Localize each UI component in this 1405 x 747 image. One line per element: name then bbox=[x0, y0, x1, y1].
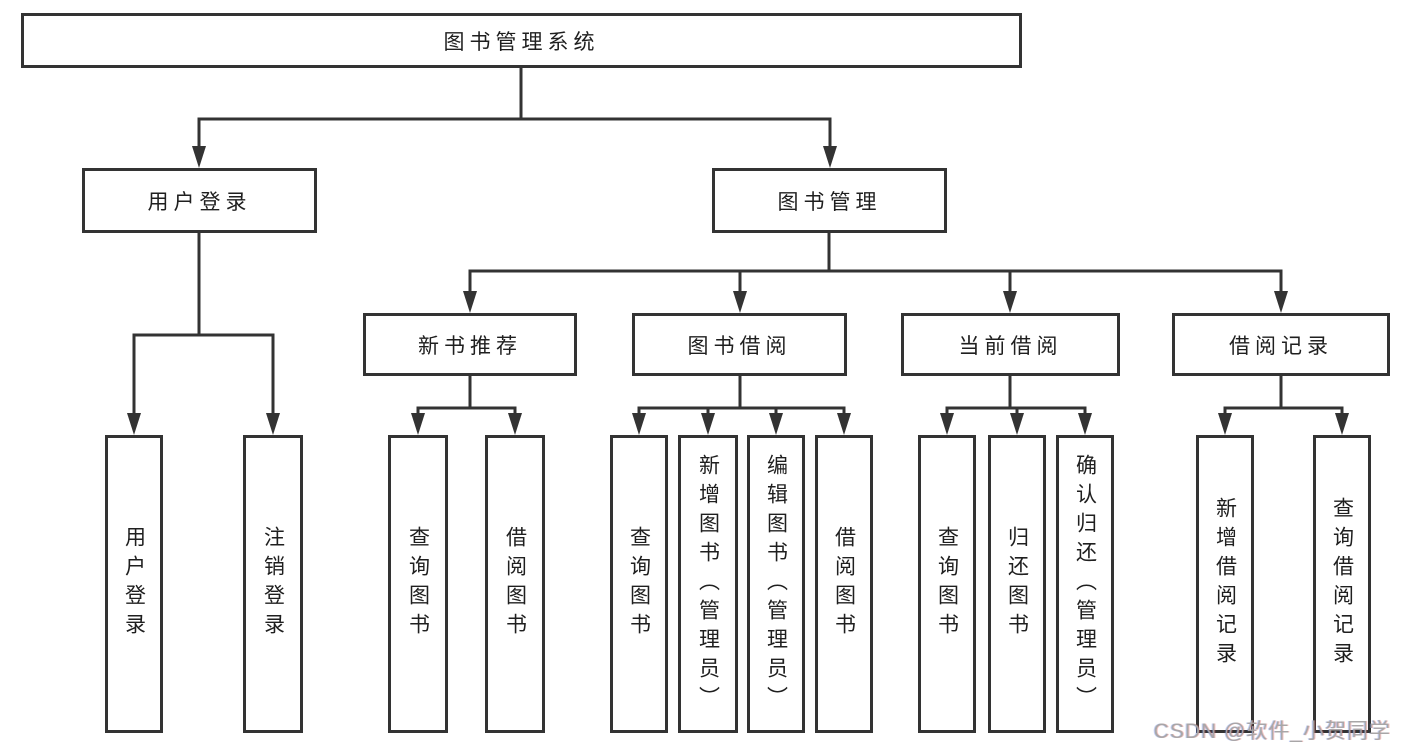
leaf-logout-login: 注销登录 bbox=[243, 435, 303, 733]
leaf-borrowing-edit-books-admin: 编辑图书（管理员） bbox=[747, 435, 805, 733]
leaf-user-login: 用户登录 bbox=[105, 435, 163, 733]
leaf-borrowing-borrow-books: 借阅图书 bbox=[815, 435, 873, 733]
leaf-current-return-books: 归还图书 bbox=[988, 435, 1046, 733]
leaf-borrowing-add-books-admin: 新增图书（管理员） bbox=[678, 435, 738, 733]
leaf-current-query-books: 查询图书 bbox=[918, 435, 976, 733]
watermark: CSDN @软件_小贺同学 bbox=[1153, 720, 1391, 743]
node-current-borrowing: 当前借阅 bbox=[901, 313, 1120, 376]
leaf-recommend-query-books: 查询图书 bbox=[388, 435, 448, 733]
node-book-borrowing: 图书借阅 bbox=[632, 313, 847, 376]
leaf-current-confirm-return-admin: 确认归还（管理员） bbox=[1056, 435, 1114, 733]
leaf-records-add-record: 新增借阅记录 bbox=[1196, 435, 1254, 733]
leaf-records-query-record: 查询借阅记录 bbox=[1313, 435, 1371, 733]
node-book-management: 图书管理 bbox=[712, 168, 947, 233]
node-library-system: 图书管理系统 bbox=[21, 13, 1022, 68]
leaf-recommend-borrow-books: 借阅图书 bbox=[485, 435, 545, 733]
node-borrowing-records: 借阅记录 bbox=[1172, 313, 1390, 376]
leaf-borrowing-query-books: 查询图书 bbox=[610, 435, 668, 733]
node-user-login: 用户登录 bbox=[82, 168, 317, 233]
node-new-book-recommend: 新书推荐 bbox=[363, 313, 577, 376]
